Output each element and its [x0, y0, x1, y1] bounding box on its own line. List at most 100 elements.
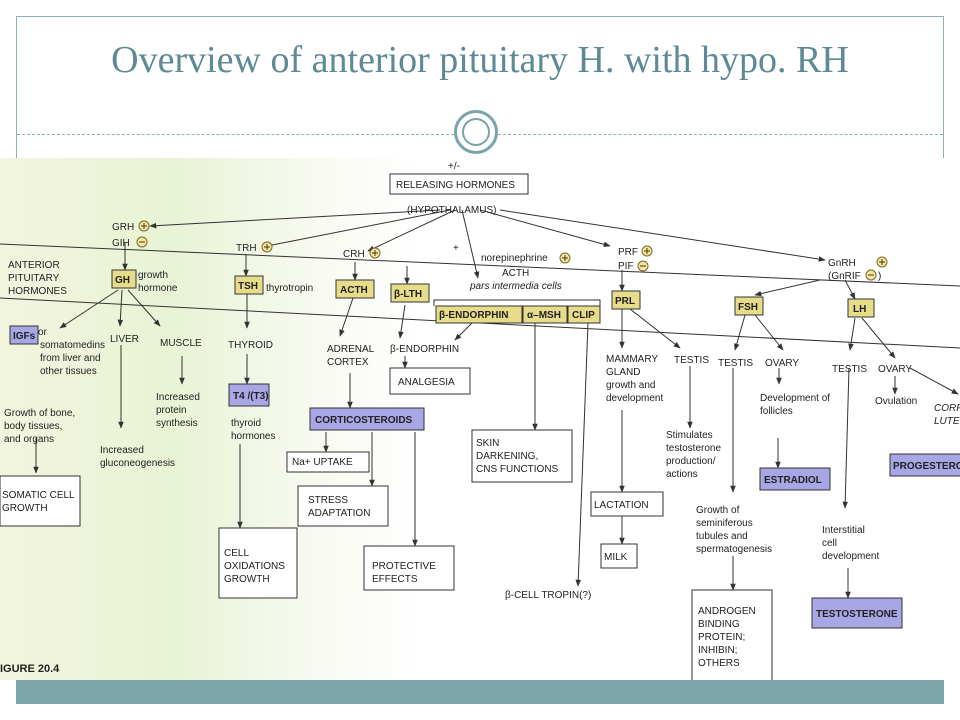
clip-box: CLIP: [572, 310, 595, 321]
androgen-5: OTHERS: [698, 658, 740, 669]
b-cell-tropin-label: β-CELL TROPIN(?): [505, 590, 591, 601]
gih-label: GIH: [112, 238, 130, 249]
muscle-label: MUSCLE: [160, 338, 202, 349]
milk-box: MILK: [604, 552, 628, 563]
mammary-label: MAMMARY: [606, 354, 658, 365]
anterior-label: ANTERIOR: [8, 260, 60, 271]
cell-oxidations-2: OXIDATIONS: [224, 561, 285, 572]
fsh-box: FSH: [738, 302, 758, 313]
increased-gluco-2: gluconeogenesis: [100, 458, 175, 469]
ovary-fsh-label: OVARY: [765, 358, 799, 369]
igfs-desc-4: other tissues: [40, 366, 97, 377]
cell-oxidations-1: CELL: [224, 548, 249, 559]
somatic-1: SOMATIC CELL: [2, 490, 75, 501]
dev-follicles-2: follicles: [760, 406, 793, 417]
testis-fsh-label: TESTIS: [718, 358, 753, 369]
igfs-desc-2: somatomedins: [40, 340, 105, 351]
growth-bone-3: and organs: [4, 434, 54, 445]
igfs-box: IGFs: [13, 331, 36, 342]
increased-protein-3: synthesis: [156, 418, 198, 429]
testis-lh-label: TESTIS: [832, 364, 867, 375]
cortex-label: CORTEX: [327, 357, 369, 368]
protective-1: PROTECTIVE: [372, 561, 436, 572]
pituitary-label: PITUITARY: [8, 273, 60, 284]
releasing-hormones-label: RELEASING HORMONES: [396, 180, 515, 191]
skin-2: DARKENING,: [476, 451, 538, 462]
gnrif-label: (GnRIF: [828, 271, 861, 282]
growth-bone-1: Growth of bone,: [4, 408, 75, 419]
grh-label: GRH: [112, 222, 134, 233]
ovulation-label: Ovulation: [875, 396, 917, 407]
thyroid-hormones-1: thyroid: [231, 418, 261, 429]
protective-2: EFFECTS: [372, 574, 418, 585]
acth-box: ACTH: [340, 285, 368, 296]
tsh-desc: thyrotropin: [266, 283, 313, 294]
thyroid-label: THYROID: [228, 340, 273, 351]
gh-box: GH: [115, 275, 130, 286]
estradiol-box: ESTRADIOL: [764, 475, 822, 486]
liver-label: LIVER: [110, 334, 139, 345]
stress-2: ADAPTATION: [308, 508, 370, 519]
stim-testosterone-3: production/: [666, 456, 716, 467]
na-uptake-box: Na+ UPTAKE: [292, 457, 353, 468]
thyroid-hormones-2: hormones: [231, 431, 275, 442]
lactation-box: LACTATION: [594, 500, 649, 511]
tsh-box: TSH: [238, 281, 258, 292]
hormones-label: HORMONES: [8, 286, 67, 297]
testis-prl-label: TESTIS: [674, 355, 709, 366]
androgen-1: ANDROGEN: [698, 606, 756, 617]
interstitial-3: development: [822, 551, 879, 562]
prf-label: PRF: [618, 247, 638, 258]
gh-desc-2: hormone: [138, 283, 178, 294]
figure-label: IGURE 20.4: [0, 663, 60, 675]
development-label: development: [606, 393, 663, 404]
title-divider-right: [498, 134, 943, 135]
pituitary-diagram: +/- RELEASING HORMONES (HYPOTHALAMUS) AN…: [0, 161, 960, 680]
b-endorphin-label: β-ENDORPHIN: [390, 344, 459, 355]
analgesia-box: ANALGESIA: [398, 377, 455, 388]
stim-testosterone-1: Stimulates: [666, 430, 713, 441]
seminiferous-1: Growth of: [696, 505, 740, 516]
ovary-lh-label: OVARY: [878, 364, 912, 375]
trh-label: TRH: [236, 243, 257, 254]
b-endorphin-box: β-ENDORPHIN: [439, 310, 508, 321]
title-divider-left: [17, 134, 454, 135]
circle-ornament-icon: [454, 110, 498, 154]
plus-sign: +: [453, 243, 459, 254]
norepinephrine-label: norepinephrine: [481, 253, 548, 264]
dev-follicles-1: Development of: [760, 393, 830, 404]
interstitial-2: cell: [822, 538, 837, 549]
a-msh-box: α–MSH: [527, 310, 561, 321]
hypothalamus-label: (HYPOTHALAMUS): [407, 205, 496, 216]
gnrh-label: GnRH: [828, 258, 856, 269]
seminiferous-4: spermatogenesis: [696, 544, 772, 555]
igfs-desc-3: from liver and: [40, 353, 101, 364]
pars-intermedia-label: pars intermedia cells: [469, 281, 562, 292]
footer-bar: [16, 680, 944, 704]
prl-box: PRL: [615, 296, 635, 307]
igfs-desc-1: or: [38, 327, 48, 338]
increased-protein-1: Increased: [156, 392, 200, 403]
plus-minus-label: +/-: [448, 161, 460, 172]
pif-label: PIF: [618, 261, 634, 272]
androgen-4: INHIBIN;: [698, 645, 737, 656]
seminiferous-3: tubules and: [696, 531, 748, 542]
androgen-2: BINDING: [698, 619, 740, 630]
skin-3: CNS FUNCTIONS: [476, 464, 559, 475]
stim-testosterone-4: actions: [666, 469, 698, 480]
growth-label: growth and: [606, 380, 655, 391]
androgen-3: PROTEIN;: [698, 632, 745, 643]
interstitial-1: Interstitial: [822, 525, 865, 536]
testosterone-box: TESTOSTERONE: [816, 609, 898, 620]
increased-gluco-1: Increased: [100, 445, 144, 456]
progesterone-box: PROGESTERO: [893, 461, 960, 472]
growth-bone-2: body tissues,: [4, 421, 62, 432]
gland-label: GLAND: [606, 367, 640, 378]
crh-label: CRH: [343, 249, 365, 260]
stim-testosterone-2: testosterone: [666, 443, 721, 454]
corpus-1: CORP: [934, 403, 960, 414]
adrenal-label: ADRENAL: [327, 344, 375, 355]
cell-oxidations-3: GROWTH: [224, 574, 270, 585]
t4-t3-box: T4 /(T3): [233, 391, 269, 402]
slide-title: Overview of anterior pituitary H. with h…: [111, 39, 849, 81]
